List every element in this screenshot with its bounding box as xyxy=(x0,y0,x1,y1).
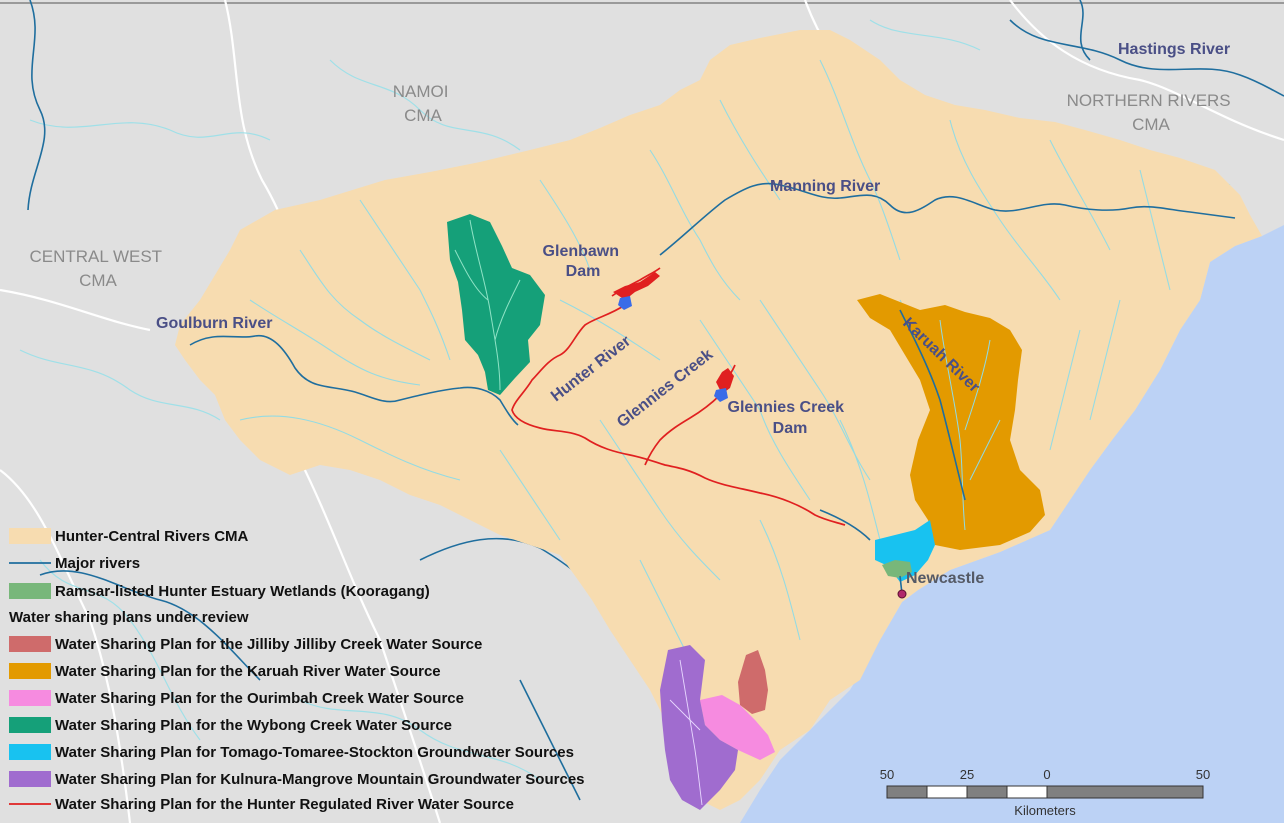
ramsar-wetland xyxy=(882,560,912,578)
label-newcastle: Newcastle xyxy=(906,570,984,587)
cma-major-rivers xyxy=(189,182,1236,541)
legend-swatch-ramsar xyxy=(9,583,51,599)
scale-seg-1 xyxy=(886,785,928,799)
scale-bar: 50 25 0 50 Kilometers xyxy=(880,767,1210,818)
scale-tick-1: 50 xyxy=(880,767,894,782)
glennies-creek-lake xyxy=(716,368,734,394)
cma-area xyxy=(175,30,1262,810)
kulnura-area xyxy=(660,645,738,810)
legend-label-plan: Water Sharing Plan for the Karuah River … xyxy=(55,663,441,680)
scale-tick-2: 25 xyxy=(960,767,974,782)
scale-seg-3 xyxy=(966,785,1008,799)
region-label-northern-rivers: NORTHERN RIVERS CMA xyxy=(1067,91,1236,134)
region-label-namoi: NAMOI CMA xyxy=(393,82,453,125)
legend-label-major-rivers: Major rivers xyxy=(55,555,140,572)
scale-tick-4: 50 xyxy=(1196,767,1210,782)
legend-label-plan: Water Sharing Plan for the Wybong Creek … xyxy=(55,717,452,734)
legend-label-plan: Water Sharing Plan for Kulnura-Mangrove … xyxy=(55,771,585,788)
label-glennies-creek-dam: Glennies Creek Dam xyxy=(728,399,849,437)
ocean xyxy=(740,225,1284,823)
legend-label-plan: Water Sharing Plan for the Ourimbah Cree… xyxy=(55,690,464,707)
label-hastings-river: Hastings River xyxy=(1118,41,1230,58)
legend-swatch-plan xyxy=(9,717,51,733)
glenbawn-dam-marker xyxy=(618,296,632,310)
legend-plans: Water Sharing Plan for the Jilliby Jilli… xyxy=(9,636,585,788)
karuah-streams xyxy=(939,319,1001,531)
glenbawn-lake xyxy=(613,272,660,300)
kulnura-streams xyxy=(669,659,703,806)
legend-swatch-plan xyxy=(9,771,51,787)
ourimbah-area xyxy=(700,695,775,760)
scale-unit: Kilometers xyxy=(1014,803,1076,818)
label-manning-river: Manning River xyxy=(770,178,880,195)
legend-heading-wsp: Water sharing plans under review xyxy=(9,609,249,626)
region-label-central-west: CENTRAL WEST CMA xyxy=(30,247,167,290)
legend-swatch-plan xyxy=(9,744,51,760)
legend: Hunter-Central Rivers CMA Major rivers R… xyxy=(9,528,585,813)
legend-swatch-plan xyxy=(9,663,51,679)
glennies-creek-dam-marker xyxy=(714,388,728,402)
scale-seg-4 xyxy=(1006,785,1048,799)
scale-seg-2 xyxy=(926,785,968,799)
wybong-creek-streams xyxy=(454,219,521,391)
karuah-river-area xyxy=(857,294,1045,550)
legend-label-ramsar: Ramsar-listed Hunter Estuary Wetlands (K… xyxy=(55,583,430,600)
label-goulburn-river: Goulburn River xyxy=(156,315,272,332)
wybong-creek-area xyxy=(447,214,545,395)
label-glenbawn-dam: Glenbawn Dam xyxy=(543,243,624,280)
legend-swatch-plan xyxy=(9,690,51,706)
outside-major-rivers xyxy=(27,0,1284,801)
legend-label-plan: Water Sharing Plan for the Jilliby Jilli… xyxy=(55,636,482,653)
scale-tick-3: 0 xyxy=(1043,767,1050,782)
newcastle-marker xyxy=(897,589,907,599)
legend-swatch-cma xyxy=(9,528,51,544)
legend-label-regulated: Water Sharing Plan for the Hunter Regula… xyxy=(55,796,514,813)
legend-label-plan: Water Sharing Plan for Tomago-Tomaree-St… xyxy=(55,744,574,761)
legend-swatch-plan xyxy=(9,636,51,652)
legend-label-cma: Hunter-Central Rivers CMA xyxy=(55,528,249,545)
jilliby-area xyxy=(738,650,768,714)
scale-seg-5 xyxy=(1046,785,1204,799)
